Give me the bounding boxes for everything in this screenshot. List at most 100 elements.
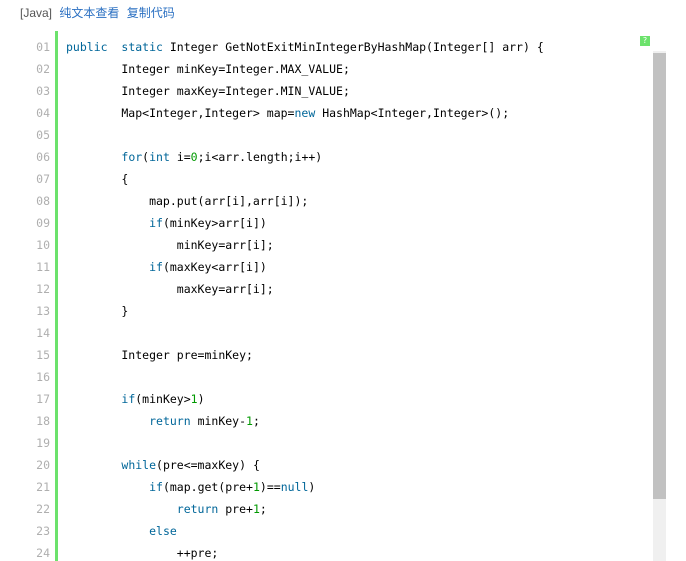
code-token: [66, 524, 149, 538]
code-line: 08 map.put(arr[i],arr[i]);: [22, 190, 654, 212]
code-text: Map<Integer,Integer> map=new HashMap<Int…: [66, 102, 509, 124]
code-token: Integer minKey=Integer.MAX_VALUE;: [66, 62, 350, 76]
vertical-scrollbar-thumb[interactable]: [653, 53, 666, 499]
line-number: 05: [36, 128, 50, 142]
code-token: Integer GetNotExitMinIntegerByHashMap(In…: [162, 40, 544, 54]
line-number: 11: [36, 260, 50, 274]
code-token: (minKey>arr[i]): [162, 216, 267, 230]
code-text: map.put(arr[i],arr[i]);: [66, 190, 308, 212]
code-text: else: [66, 520, 177, 542]
line-number: 22: [36, 502, 50, 516]
view-plain-text-link[interactable]: 纯文本查看: [59, 6, 120, 20]
code-line: 17 if(minKey>1): [22, 388, 654, 410]
line-number: 12: [36, 282, 50, 296]
code-text: Integer pre=minKey;: [66, 344, 253, 366]
code-line: 12 maxKey=arr[i];: [22, 278, 654, 300]
code-token: i=: [169, 150, 191, 164]
line-number: 01: [36, 40, 50, 54]
copy-code-link[interactable]: 复制代码: [126, 6, 175, 20]
code-token: ): [308, 480, 316, 494]
code-keyword: if: [149, 260, 163, 274]
code-token: (map.get(pre+: [162, 480, 253, 494]
code-text: {: [66, 168, 128, 190]
code-line: 05: [22, 124, 654, 146]
code-token: ;i<arr.length;i++): [197, 150, 323, 164]
code-line: 10 minKey=arr[i];: [22, 234, 654, 256]
code-token: ++pre;: [66, 546, 219, 560]
code-keyword: for: [121, 150, 143, 164]
code-line: 07 {: [22, 168, 654, 190]
code-keyword: public: [66, 40, 108, 54]
code-token: ;: [252, 414, 260, 428]
code-token: [66, 392, 121, 406]
code-text: Integer minKey=Integer.MAX_VALUE;: [66, 58, 350, 80]
code-line: 21 if(map.get(pre+1)==null): [22, 476, 654, 498]
code-line: 16: [22, 366, 654, 388]
code-token: [66, 216, 149, 230]
code-token: minKey-: [190, 414, 247, 428]
code-text: return minKey-1;: [66, 410, 260, 432]
code-token: [66, 150, 121, 164]
code-text: minKey=arr[i];: [66, 234, 274, 256]
code-number: 0: [190, 150, 198, 164]
code-text: while(pre<=maxKey) {: [66, 454, 260, 476]
code-line: 13 }: [22, 300, 654, 322]
code-line: 23 else: [22, 520, 654, 542]
code-text: if(maxKey<arr[i]): [66, 256, 267, 278]
gutter-divider: [55, 31, 58, 561]
code-line: 18 return minKey-1;: [22, 410, 654, 432]
code-line: 15 Integer pre=minKey;: [22, 344, 654, 366]
code-number: 1: [190, 392, 198, 406]
line-number: 24: [36, 546, 50, 560]
code-keyword: if: [149, 480, 163, 494]
line-number: 08: [36, 194, 50, 208]
code-token: minKey=arr[i];: [66, 238, 274, 252]
code-token: HashMap<Integer,Integer>();: [315, 106, 510, 120]
code-token: maxKey=arr[i];: [66, 282, 274, 296]
code-token: ;: [259, 502, 267, 516]
code-token: (minKey>: [135, 392, 191, 406]
code-text: }: [66, 300, 128, 322]
code-keyword: new: [294, 106, 316, 120]
code-token: [66, 260, 149, 274]
line-number: 09: [36, 216, 50, 230]
help-badge-icon[interactable]: ?: [640, 36, 650, 46]
code-token: (pre<=maxKey) {: [156, 458, 260, 472]
line-number: 23: [36, 524, 50, 538]
code-token: [66, 502, 177, 516]
code-line: 03 Integer maxKey=Integer.MIN_VALUE;: [22, 80, 654, 102]
line-number: 21: [36, 480, 50, 494]
line-number: 15: [36, 348, 50, 362]
code-keyword: if: [149, 216, 163, 230]
code-line: 04 Map<Integer,Integer> map=new HashMap<…: [22, 102, 654, 124]
line-number-gutter: [22, 31, 55, 561]
line-number: 04: [36, 106, 50, 120]
code-token: pre+: [218, 502, 253, 516]
line-number: 07: [36, 172, 50, 186]
code-number: 1: [252, 480, 260, 494]
code-text: maxKey=arr[i];: [66, 278, 274, 300]
code-token: [66, 458, 121, 472]
code-token: (maxKey<arr[i]): [162, 260, 267, 274]
code-text: return pre+1;: [66, 498, 267, 520]
code-token: [108, 40, 122, 54]
line-number: 10: [36, 238, 50, 252]
line-number: 18: [36, 414, 50, 428]
code-text: if(minKey>1): [66, 388, 204, 410]
code-keyword: if: [121, 392, 136, 406]
code-text: for(int i=0;i<arr.length;i++): [66, 146, 322, 168]
code-text: if(minKey>arr[i]): [66, 212, 267, 234]
code-token: {: [66, 172, 129, 186]
code-token: )==: [259, 480, 281, 494]
code-line: 14: [22, 322, 654, 344]
code-token: [66, 480, 149, 494]
code-keyword: else: [149, 524, 177, 538]
code-token: [66, 414, 149, 428]
line-number: 16: [36, 370, 50, 384]
code-keyword: return: [176, 502, 219, 516]
code-token: map.put(arr[i],arr[i]);: [66, 194, 309, 208]
code-keyword: while: [121, 458, 157, 472]
line-number: 03: [36, 84, 50, 98]
